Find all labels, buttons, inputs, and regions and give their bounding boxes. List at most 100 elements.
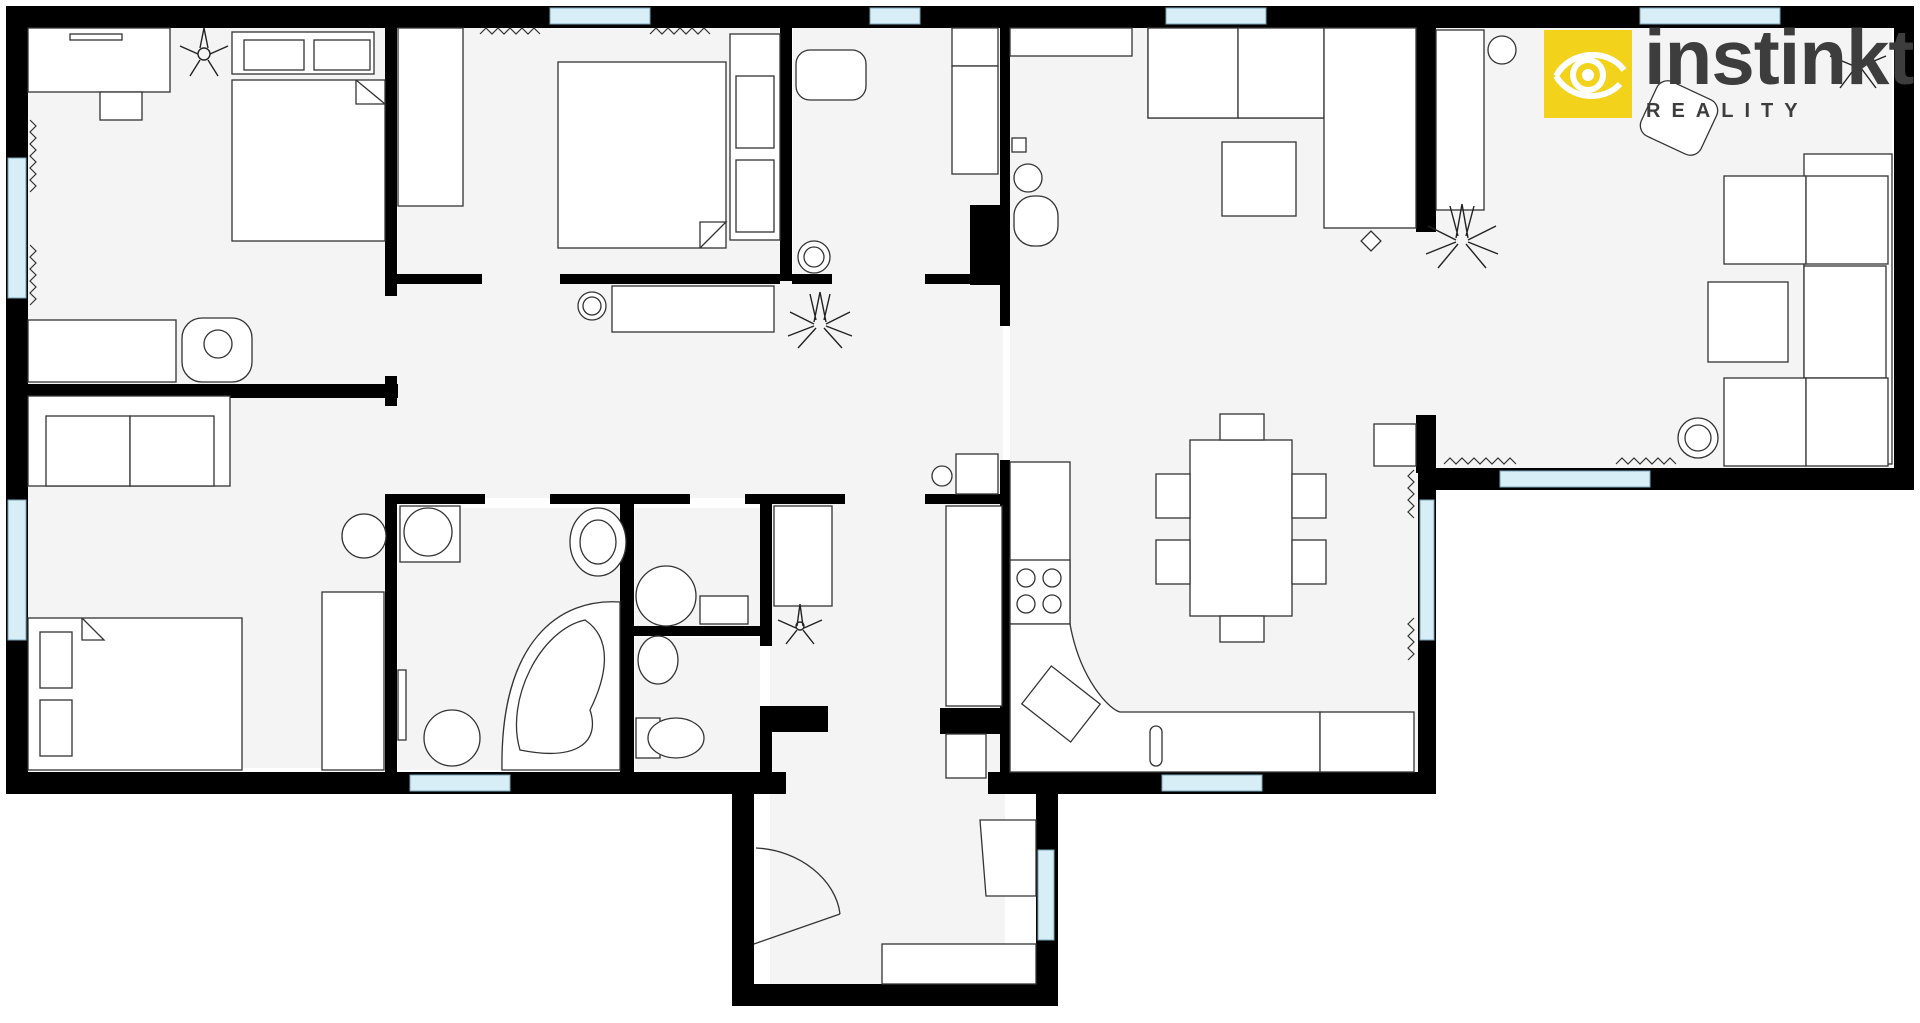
wall-int-h9: [925, 494, 1010, 504]
bed-pillow: [735, 75, 775, 149]
plant-icon: [1829, 35, 1887, 89]
wall-int-h3: [560, 274, 780, 284]
window-entrance-right: [1037, 849, 1055, 941]
eye-icon-graphic: [1553, 52, 1627, 99]
kitchen-sink: [1020, 665, 1102, 743]
sofa-seat: [1805, 175, 1889, 265]
armchair: [1639, 80, 1719, 156]
window-top-2: [869, 7, 921, 25]
tv-stand: [1435, 29, 1485, 211]
sofa-seat: [45, 415, 131, 487]
wall-hall-east: [940, 708, 1008, 734]
dining-chair: [1219, 615, 1265, 643]
wall-int-h2: [397, 274, 482, 284]
bed-fold: [699, 221, 728, 249]
bathtub-basin: [515, 619, 606, 754]
window-top-3: [1165, 7, 1267, 25]
small-box: [1011, 137, 1027, 153]
radiator: [1407, 617, 1415, 661]
shelf: [951, 65, 999, 175]
radiator: [29, 244, 37, 306]
brand-subtitle: REALITY: [1646, 100, 1809, 122]
plant-icon: [1425, 203, 1499, 269]
dresser: [27, 319, 177, 383]
wall-toilet-split: [634, 626, 762, 636]
sofa-seat: [1147, 27, 1239, 119]
wall-bottom-west: [6, 772, 786, 794]
washbasin-round: [635, 565, 697, 627]
bed: [557, 61, 727, 249]
round-table: [341, 513, 387, 559]
wall-bath-left: [385, 495, 397, 775]
wall-int-v1: [385, 26, 397, 296]
lamp: [1487, 35, 1517, 65]
dining-chair: [1155, 539, 1191, 585]
dining-table: [1189, 439, 1293, 617]
lamp-inner: [803, 246, 825, 268]
wall-wc-right: [760, 498, 772, 646]
wall-int-h7: [550, 494, 690, 504]
window-top-4: [1639, 7, 1781, 25]
shelf-unit: [1009, 27, 1133, 57]
door-leaf: [753, 913, 841, 945]
toilet-bowl: [647, 717, 705, 759]
wall-int-v5b: [1416, 415, 1436, 473]
sofa-seat: [1803, 265, 1887, 379]
bed-pillow: [39, 631, 73, 689]
coffee-table: [1221, 141, 1297, 217]
wall-int-h6: [385, 494, 485, 504]
cabinet: [945, 505, 1003, 707]
wall-int-h5: [925, 274, 1003, 284]
lamp: [931, 465, 953, 487]
window-bottom-1: [409, 774, 511, 792]
window-living-bottom: [1499, 470, 1651, 488]
sofa-seat: [1805, 377, 1889, 467]
shelf: [951, 27, 999, 67]
radiator: [29, 119, 37, 193]
brand-name: instinkt: [1644, 13, 1914, 101]
dining-chair: [1155, 473, 1191, 519]
bed-pillow: [735, 159, 775, 233]
bed-pillow: [313, 39, 371, 71]
bed-fold: [81, 617, 106, 641]
window-top-1: [549, 7, 651, 25]
coat-rack: [773, 505, 833, 607]
wall-int-h4: [792, 274, 832, 284]
bottle: [1149, 725, 1163, 767]
window-left-2: [7, 499, 27, 641]
burner: [1042, 568, 1062, 588]
side-table: [1373, 423, 1417, 467]
desk-lamp: [69, 33, 123, 41]
furniture: [27, 27, 1893, 985]
wall-living-bottom: [1420, 468, 1914, 490]
bed-pillow: [39, 699, 73, 757]
wall-int-v4: [1000, 460, 1010, 794]
dining-chair: [1219, 413, 1265, 441]
wall-entrance-left: [732, 790, 754, 1005]
burner: [1016, 594, 1036, 614]
sofa-seat: [129, 415, 215, 487]
wall-right: [1894, 6, 1914, 490]
bed: [231, 79, 386, 242]
stove: [1009, 559, 1071, 625]
radiators: [29, 27, 1677, 661]
coffee-table: [1707, 281, 1789, 363]
stool: [1013, 195, 1059, 247]
towel-rail: [397, 669, 407, 741]
plants: [179, 27, 1887, 645]
wall-top: [8, 6, 1914, 28]
toilet-sink: [637, 635, 679, 685]
burner: [1042, 594, 1062, 614]
window-bottom-2: [1161, 774, 1263, 792]
wall-left: [6, 6, 28, 792]
radiator: [479, 27, 541, 35]
window-kitchen-right: [1419, 499, 1435, 641]
brand-logo: instinkt REALITY: [1544, 18, 1914, 122]
cabinet-small: [945, 733, 987, 779]
shower-drain: [423, 709, 481, 767]
small-box: [1360, 230, 1382, 252]
basket: [979, 819, 1037, 897]
wall-hall-div: [760, 706, 828, 732]
radiator: [1443, 457, 1517, 465]
sofa-seat: [1723, 377, 1807, 467]
